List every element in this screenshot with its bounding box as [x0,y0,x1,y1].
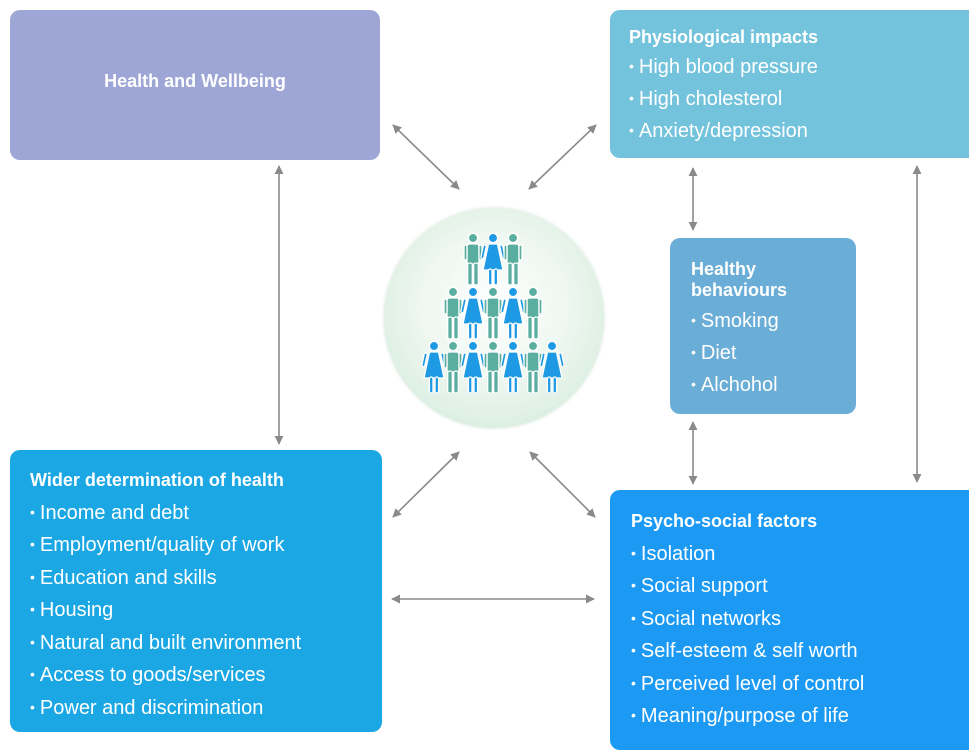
wider-determination-box: Wider determination of health Income and… [10,450,382,732]
health-wellbeing-box: Health and Wellbeing [10,10,380,160]
population-people-icon [420,232,566,394]
list-item: Social support [631,570,969,603]
man-icon [443,286,463,340]
wider-determination-list: Income and debt Employment/quality of wo… [30,497,382,725]
woman-icon [420,340,448,394]
list-item: Anxiety/depression [629,115,969,147]
list-item: Social networks [631,603,969,636]
list-item: Perceived level of control [631,668,969,701]
list-item: Alchohol [691,369,856,401]
list-item: High blood pressure [629,51,969,83]
list-item: Housing [30,594,382,627]
list-item: Isolation [631,538,969,571]
man-icon [503,232,523,286]
list-item: Self-esteem & self worth [631,635,969,668]
psycho-social-factors-title: Psycho-social factors [631,511,818,531]
list-item: Income and debt [30,497,382,530]
woman-icon [459,340,487,394]
arrow-center-wider [392,451,460,518]
physiological-impacts-list: High blood pressure High cholesterol Anx… [629,51,969,147]
arrow-physiological-center [528,124,597,190]
man-icon [523,286,543,340]
wider-determination-title: Wider determination of health [30,470,284,490]
healthy-behaviours-list: Smoking Diet Alchohol [691,305,856,401]
health-wellbeing-title: Health and Wellbeing [104,71,286,92]
list-item: Access to goods/services [30,659,382,692]
list-item: Employment/quality of work [30,529,382,562]
population-circle [384,208,604,428]
physiological-impacts-title: Physiological impacts [629,27,819,47]
list-item: Natural and built environment [30,627,382,660]
woman-icon [479,232,507,286]
arrow-health-center [392,124,460,190]
list-item: Power and discrimination [30,692,382,725]
list-item: Diet [691,337,856,369]
list-item: Education and skills [30,562,382,595]
woman-icon [459,286,487,340]
man-icon [483,340,503,394]
healthy-behaviours-title-line2: behaviours [691,280,788,300]
man-icon [483,286,503,340]
psycho-social-factors-box: Psycho-social factors Isolation Social s… [610,490,969,750]
psycho-social-factors-list: Isolation Social support Social networks… [631,538,969,733]
woman-icon [499,340,527,394]
woman-icon [538,340,566,394]
list-item: Smoking [691,305,856,337]
man-icon [523,340,543,394]
woman-icon [499,286,527,340]
man-icon [443,340,463,394]
list-item: Meaning/purpose of life [631,700,969,733]
list-item: High cholesterol [629,83,969,115]
healthy-behaviours-title-line1: Healthy [691,259,757,279]
arrow-center-psychosocial [529,451,596,518]
physiological-impacts-box: Physiological impacts High blood pressur… [610,10,969,158]
man-icon [463,232,483,286]
